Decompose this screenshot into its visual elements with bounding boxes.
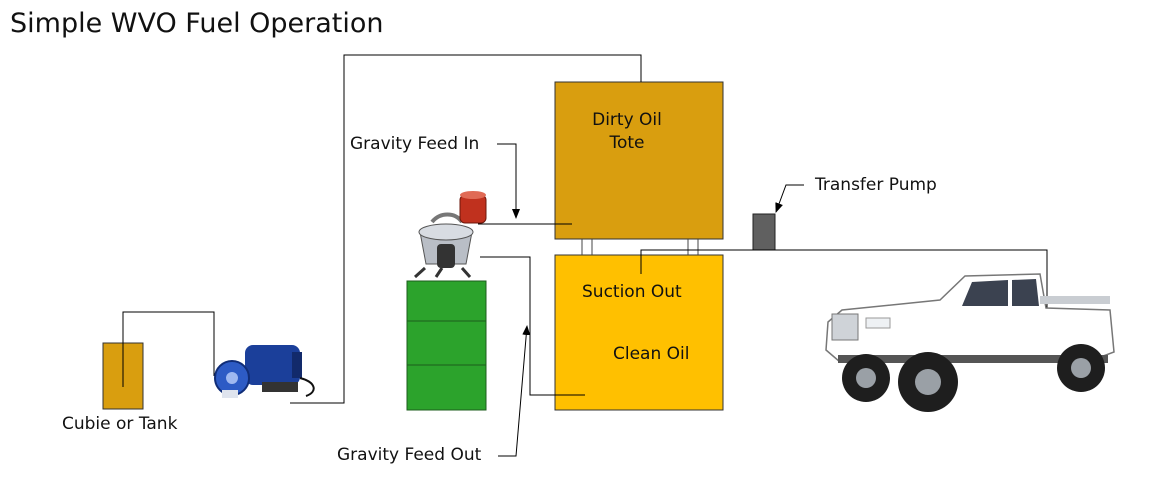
pickup-truck	[825, 273, 1115, 412]
centrifuge	[413, 191, 487, 279]
transfer-pump-label: Transfer Pump	[815, 175, 937, 195]
cubie-or-tank-label: Cubie or Tank	[62, 414, 178, 434]
gravity-feed-in-label: Gravity Feed In	[350, 134, 480, 154]
filter-barrel	[406, 280, 487, 411]
tote-connector-pipes	[581, 239, 699, 255]
clean-oil-tank	[554, 254, 724, 411]
dirty-oil-tote-label: Dirty Oil Tote	[555, 109, 699, 155]
dirty-oil-label-line2: Tote	[609, 132, 645, 153]
dirty-oil-label-line1: Dirty Oil	[592, 110, 662, 130]
leader-lines	[497, 143, 804, 457]
clean-oil-label: Clean Oil	[613, 344, 690, 364]
dirty-oil-tote	[554, 81, 724, 240]
gravity-feed-out-label: Gravity Feed Out	[337, 445, 482, 465]
transfer-pump-unit	[752, 213, 776, 251]
diagram-title: Simple WVO Fuel Operation	[10, 8, 384, 39]
transfer-pump-motor	[214, 345, 315, 398]
suction-out-label: Suction Out	[582, 282, 682, 302]
